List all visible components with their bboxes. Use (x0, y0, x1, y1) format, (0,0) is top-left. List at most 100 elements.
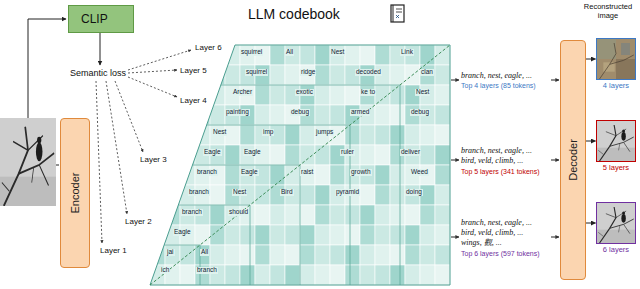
token-cell (420, 45, 435, 65)
codebook-token: debug (290, 109, 310, 116)
token-cell (420, 265, 435, 285)
token-cell (435, 125, 450, 145)
text-label: bird, veld, climb, ... (461, 156, 523, 165)
codebook-token: Nest (212, 129, 227, 136)
token-cell (405, 205, 420, 225)
token-cell (285, 45, 300, 65)
codebook-token: imp (262, 129, 274, 136)
token-cell (165, 165, 180, 185)
codebook-token: Eagle (203, 149, 222, 156)
layer-label: Layer 2 (125, 217, 152, 226)
token-cell (390, 85, 405, 105)
token-cell (300, 225, 315, 245)
token-cell (330, 265, 345, 285)
token-cell (210, 225, 225, 245)
token-cell (165, 245, 180, 265)
node-label: CLIP (81, 12, 108, 26)
token-cell (435, 265, 450, 285)
token-cell (330, 65, 345, 85)
token-cell (150, 205, 165, 225)
token-cell (300, 245, 315, 265)
codebook-token: Link (400, 49, 414, 56)
token-cell (285, 245, 300, 265)
token-cell (390, 205, 405, 225)
token-cell (150, 225, 165, 245)
token-cell (285, 265, 300, 285)
token-cell (270, 205, 285, 225)
token-cell (255, 105, 270, 125)
token-cell (225, 45, 240, 65)
token-grid (150, 45, 450, 285)
token-cell (360, 265, 375, 285)
output-image: 4 layers (596, 38, 636, 90)
token-cell (270, 165, 285, 185)
token-cell (225, 245, 240, 265)
input-image (0, 118, 56, 206)
token-cell (330, 205, 345, 225)
token-cell (375, 145, 390, 165)
text-label: Reconstructed image (578, 3, 638, 20)
layer-outline (221, 85, 400, 285)
token-cell (360, 245, 375, 265)
token-cell (405, 125, 420, 145)
token-cell (405, 245, 420, 265)
token-cell (240, 125, 255, 145)
codebook-token: jai (166, 249, 175, 256)
codebook-token: doing (405, 189, 423, 196)
token-cell (270, 45, 285, 65)
token-cell (375, 165, 390, 185)
token-cell (435, 65, 450, 85)
text-label: branch, nest, eagle, ... (461, 71, 532, 80)
token-cell (435, 185, 450, 205)
token-cell (255, 225, 270, 245)
token-cell (390, 245, 405, 265)
output-image: 5 layers (596, 120, 636, 172)
codebook-token: clan (420, 69, 434, 76)
token-cell (345, 225, 360, 245)
token-cell (330, 245, 345, 265)
token-cell (360, 185, 375, 205)
node-label: 6 layers (603, 245, 629, 254)
token-cell (435, 245, 450, 265)
codebook-token: Archer (232, 89, 253, 96)
token-cell (375, 245, 390, 265)
codebook-token: ke to (360, 89, 376, 96)
token-cell (390, 265, 405, 285)
layer-outline (193, 165, 301, 285)
input-to-clip (28, 19, 66, 118)
token-cell (390, 185, 405, 205)
token-cell (270, 265, 285, 285)
token-cell (420, 145, 435, 165)
token-cell (390, 125, 405, 145)
token-cell (150, 65, 165, 85)
token-cell (315, 65, 330, 85)
codebook-token: Weed (410, 169, 429, 176)
layer-outline (207, 125, 350, 285)
token-cell (210, 185, 225, 205)
encoder-box: Encoder (60, 118, 90, 268)
token-cell (165, 105, 180, 125)
token-cell (300, 45, 315, 65)
token-cell (285, 125, 300, 145)
token-cell (360, 125, 375, 145)
token-cell (330, 85, 345, 105)
book-icon (391, 5, 404, 22)
token-cell (315, 185, 330, 205)
token-cell (390, 105, 405, 125)
token-arrows (451, 80, 559, 237)
token-cell (345, 125, 360, 145)
token-cell (180, 265, 195, 285)
token-cell (420, 245, 435, 265)
token-cell (165, 145, 180, 165)
token-cell (360, 225, 375, 245)
token-cell (150, 185, 165, 205)
text-label: Top 4 layers (85 tokens) (461, 82, 536, 90)
token-cell (150, 85, 165, 105)
token-cell (165, 65, 180, 85)
text-label: branch, nest, eagle, ... (461, 218, 532, 227)
token-cell (240, 225, 255, 245)
token-cell (210, 65, 225, 85)
codebook-token: Nest (232, 189, 247, 196)
text-label: Semantic loss (70, 68, 126, 78)
